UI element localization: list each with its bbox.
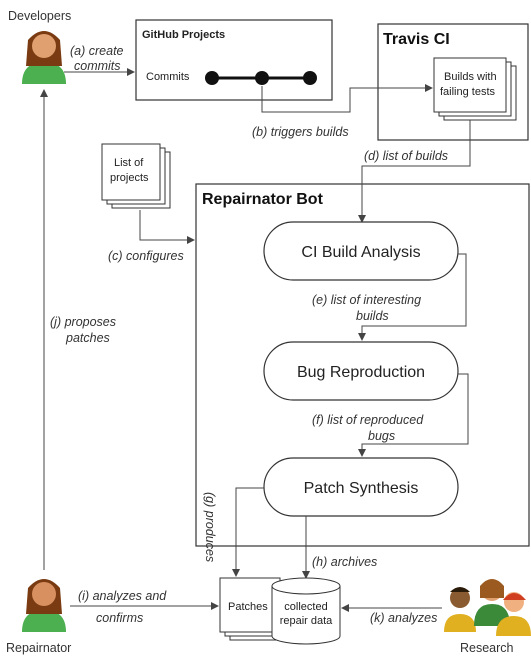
edge-b-arrow [261,84,433,113]
edge-k-label: (k) analyzes [370,611,437,625]
repairnator-label: Repairnator [6,641,71,655]
commit-dot-1 [205,71,219,85]
commit-dot-3 [303,71,317,85]
list-projects-label-2: projects [110,172,149,184]
edge-f-label-1: (f) list of reproduced [312,413,424,427]
developers-person-icon [22,31,66,84]
repair-data-label-2: repair data [280,615,333,627]
ci-build-analysis-node [263,221,459,281]
list-projects-label-1: List of [114,157,144,169]
edge-f-arrow [358,373,469,457]
repair-data-cylinder [271,577,341,645]
edge-a-label-2: commits [74,59,121,73]
edge-e-label-2: builds [356,309,389,323]
repair-data-label-1: collected [284,601,327,613]
edge-d-label: (d) list of builds [364,149,448,163]
edge-i-label-2: confirms [96,611,143,625]
builds-failing-label-1: Builds with [444,71,497,83]
edge-j-label-2: patches [65,331,110,345]
edge-h-label: (h) archives [312,555,377,569]
edge-c-arrow [139,210,195,244]
patch-synthesis-label: Patch Synthesis [304,480,419,497]
bug-reproduction-label: Bug Reproduction [297,364,425,381]
edge-e-label-1: (e) list of interesting [312,293,421,307]
edge-j-label-1: (j) proposes [50,315,116,329]
github-projects-box [135,19,333,101]
edge-i-label-1: (i) analyzes and [78,589,167,603]
edge-a-label-1: (a) create [70,44,124,58]
repairnator-bot-title: Repairnator Bot [202,191,324,208]
commit-dot-2 [255,71,269,85]
research-people-icon [444,579,531,636]
patch-synthesis-node [263,457,459,517]
commits-label: Commits [146,71,190,83]
builds-failing-label-2: failing tests [440,86,496,98]
github-projects-title: GitHub Projects [142,29,225,41]
developers-label: Developers [8,9,71,23]
builds-failing-doc [433,57,517,121]
edge-c-label: (c) configures [108,249,184,263]
patches-label: Patches [228,601,268,613]
repairnator-person-icon [22,579,66,632]
research-label: Research [460,641,514,655]
edge-d-arrow [358,120,471,223]
list-of-projects-doc [101,143,171,209]
edge-g-arrow [232,487,264,577]
edge-g-label: (g) produces [203,492,217,562]
edge-f-label-2: bugs [368,429,395,443]
travis-ci-title: Travis CI [383,31,450,48]
edge-e-arrow [358,253,467,341]
edge-b-label: (b) triggers builds [252,125,349,139]
bug-reproduction-node [263,341,459,401]
ci-build-analysis-label: CI Build Analysis [301,244,420,261]
